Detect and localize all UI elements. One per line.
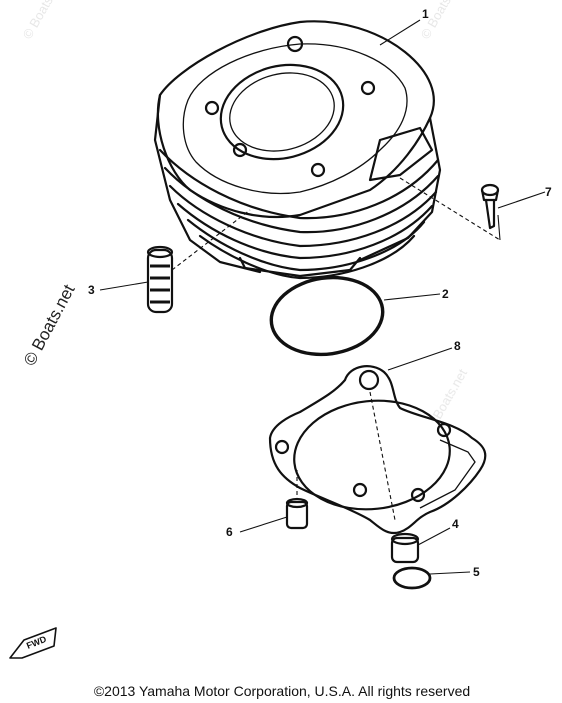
forward-arrow-icon: FWD — [9, 627, 57, 659]
svg-text:© Boats: © Boats — [20, 0, 56, 42]
collar — [390, 532, 420, 564]
dowel-pin-upper — [146, 245, 174, 314]
cylinder — [153, 20, 442, 280]
callout-4: 4 — [452, 517, 459, 531]
leader-lines — [99, 19, 546, 575]
fwd-label: FWD — [25, 634, 48, 651]
dowel-pin-lower — [285, 497, 309, 530]
o-ring — [269, 275, 385, 357]
copyright-notice: ©2013 Yamaha Motor Corporation, U.S.A. A… — [93, 683, 471, 699]
callout-2: 2 — [442, 287, 449, 301]
bolt — [480, 183, 500, 230]
callout-5: 5 — [473, 565, 480, 579]
small-o-ring — [392, 566, 432, 590]
callout-7: 7 — [545, 185, 552, 199]
base-gasket — [268, 365, 487, 535]
callout-8: 8 — [454, 339, 461, 353]
faint-watermarks: © Boats © Boats Boats.net — [20, 0, 471, 422]
callout-6: 6 — [226, 525, 233, 539]
callout-1: 1 — [422, 7, 429, 21]
callout-3: 3 — [88, 283, 95, 297]
svg-text:Boats.net: Boats.net — [430, 366, 471, 421]
